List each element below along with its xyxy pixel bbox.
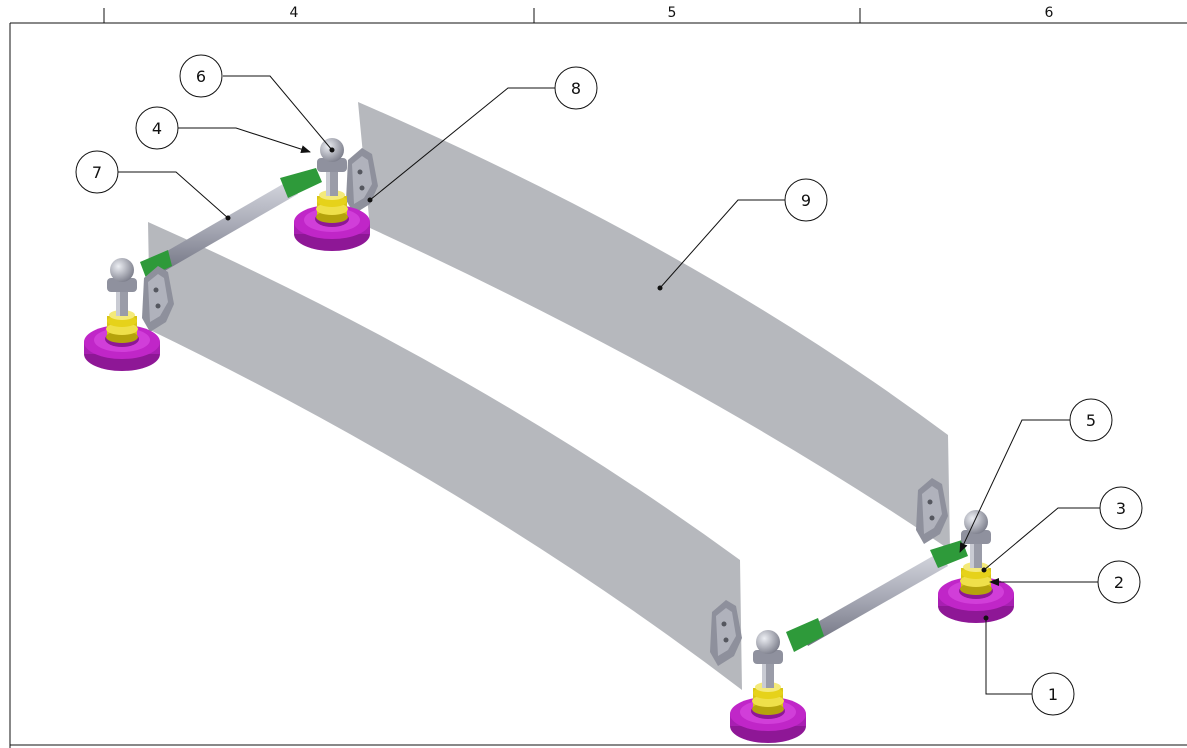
balloon-label: 8 [571,79,581,98]
leader-dots [225,147,989,621]
zone-label-6: 6 [1045,5,1054,21]
leader-lines [118,75,1100,695]
curved-panel-back [358,102,950,550]
balloon-label: 1 [1048,685,1058,704]
balloon-5: 5 [1069,398,1113,442]
balloon-2: 2 [1097,560,1141,604]
balloon-label: 4 [152,119,162,138]
tie-rod-left [140,168,322,278]
balloon-label: 3 [1116,499,1126,518]
balloon-label: 2 [1114,573,1124,592]
balloon-8: 8 [554,66,598,110]
balloon-label: 6 [196,67,206,86]
balloon-1: 1 [1031,672,1075,716]
balloon-7: 7 [75,150,119,194]
balloon-3: 3 [1099,486,1143,530]
tie-rod-right [786,540,968,652]
balloon-label: 9 [801,191,811,210]
balloon-9: 9 [784,178,828,222]
balloon-4: 4 [135,106,179,150]
balloon-label: 5 [1086,411,1096,430]
zone-label-5: 5 [668,5,677,21]
curved-panel-front [148,222,742,690]
balloon-6: 6 [179,54,223,98]
balloon-label: 7 [92,163,102,182]
zone-label-4: 4 [290,5,299,21]
